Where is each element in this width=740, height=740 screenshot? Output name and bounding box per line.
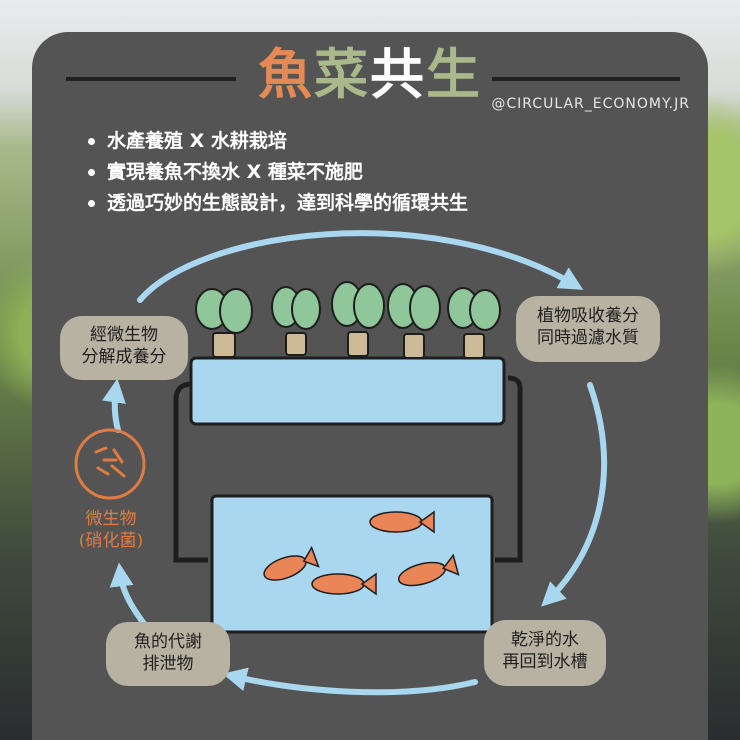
title-rule-right [492, 77, 680, 81]
plant [331, 281, 385, 357]
label-decompose: 經微生物 分解成養分 [60, 324, 188, 368]
plant-bed-water [189, 356, 506, 426]
label-fish-waste: 魚的代謝 排泄物 [106, 631, 230, 675]
plant [387, 283, 441, 359]
arrow-left-upper [102, 378, 126, 433]
microbe-icon [74, 428, 146, 500]
bullet-list: 水產養殖 X 水耕栽培 實現養魚不換水 X 種菜不施肥 透過巧妙的生態設計，達到… [88, 126, 468, 219]
account-handle: @CIRCULAR_ECONOMY.JR [491, 96, 690, 112]
bullet-item: 實現養魚不換水 X 種菜不施肥 [88, 157, 468, 188]
label-bubble-top-left [60, 316, 188, 380]
label-line: 同時過濾水質 [537, 328, 639, 348]
label-line: 排泄物 [142, 654, 194, 674]
arrow-left-lower [109, 562, 148, 628]
page-title: 魚菜共生 [0, 40, 740, 110]
label-microbe: 微生物 (硝化菌) [56, 508, 166, 552]
label-line: 微生物 [85, 509, 137, 529]
title-char-vegetable: 菜 [314, 43, 370, 106]
title-rule-left [66, 77, 236, 81]
plant [271, 286, 321, 356]
pipe-frame [173, 375, 523, 563]
arrow-right [541, 382, 608, 607]
label-line: 魚的代謝 [134, 632, 202, 652]
bullet-dot [88, 138, 95, 145]
bullet-dot [88, 169, 95, 176]
bullet-text: 水產養殖 X 水耕栽培 [107, 130, 287, 152]
title-char-live: 生 [426, 43, 482, 106]
title-char-fish: 魚 [258, 43, 314, 106]
label-bubble-top-right [516, 296, 660, 362]
bullet-text: 實現養魚不換水 X 種菜不施肥 [107, 161, 363, 183]
fish [397, 553, 460, 587]
bullet-text: 透過巧妙的生態設計，達到科學的循環共生 [107, 192, 469, 214]
fish-tank-water [210, 494, 494, 634]
label-line: 再回到水槽 [502, 652, 588, 672]
fish [369, 510, 435, 534]
plant [195, 288, 253, 358]
arrow-top [137, 230, 584, 303]
label-line: 植物吸收養分 [537, 306, 639, 326]
label-line: 分解成養分 [81, 347, 167, 367]
label-line: (硝化菌) [78, 531, 144, 551]
label-absorb: 植物吸收養分 同時過濾水質 [516, 305, 660, 349]
fish [311, 572, 377, 596]
label-clean-water: 乾淨的水 再回到水槽 [484, 629, 606, 673]
label-bubble-bottom-left [106, 622, 230, 686]
fish [263, 545, 320, 581]
arrow-bottom [222, 667, 478, 696]
bullet-item: 透過巧妙的生態設計，達到科學的循環共生 [88, 188, 468, 219]
bullet-item: 水產養殖 X 水耕栽培 [88, 126, 468, 157]
title-char-together: 共 [370, 43, 426, 106]
bullet-dot [88, 200, 95, 207]
plant [447, 287, 501, 359]
label-line: 乾淨的水 [511, 630, 579, 650]
label-line: 經微生物 [90, 325, 158, 345]
label-bubble-bottom-right [484, 620, 606, 686]
